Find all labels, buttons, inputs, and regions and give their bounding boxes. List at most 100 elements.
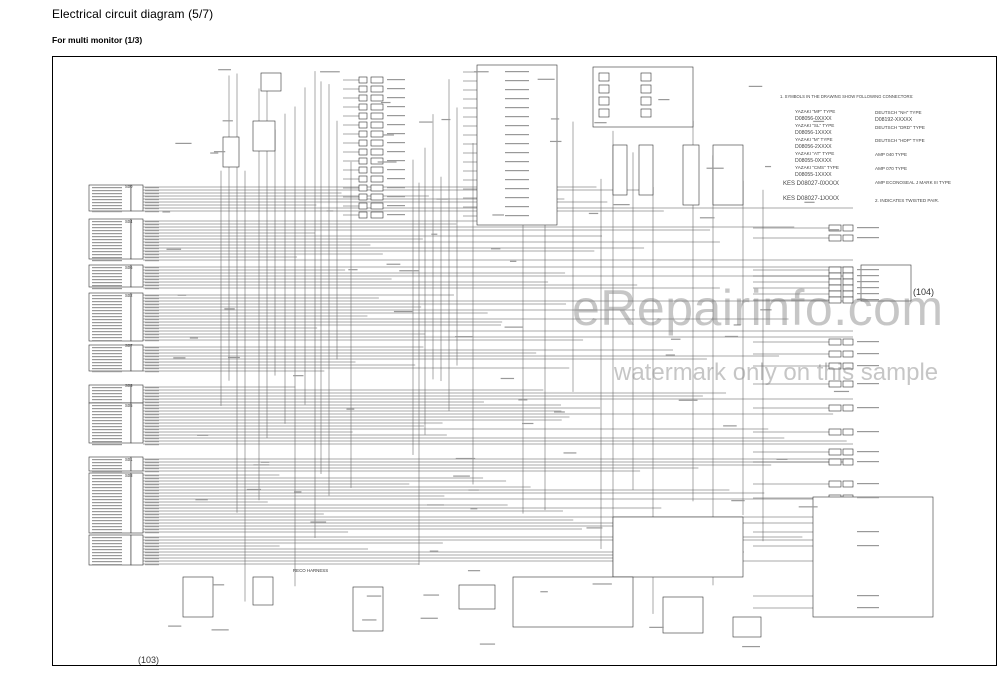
wire-tag [92,493,122,495]
wire-tag [92,420,122,422]
wire-tag [554,411,565,413]
wire-tag [92,260,122,262]
wire-tag [857,407,879,409]
legend-twisted-pair: 2. INDICATES TWISTED PAIR. [875,198,939,203]
wire-tag [92,202,122,204]
wire-tag [92,523,122,525]
right-connector [842,234,854,242]
relay-terminal [358,112,368,120]
wire-tag [145,511,159,513]
connector-id-s07: S07 [125,343,133,348]
wire-tag [145,319,159,321]
right-terminal-block [860,264,912,302]
component-outline [612,516,744,578]
wire-tag [436,198,448,200]
wire-tag [145,561,159,563]
wire-tag [145,270,159,272]
wire-tag [540,591,548,593]
wire-tag [857,287,879,289]
wire-tag [92,387,122,389]
wire-tag [522,422,534,425]
wire-tag [492,214,504,216]
wire-tag [145,288,159,290]
legend-note-1: 1. SYMBOLS IN THE DRAWING SHOW FOLLOWING… [780,94,913,99]
left-connector-pins [130,344,144,372]
relay-body [370,76,384,84]
wire-tag [92,310,122,312]
wire-tag [92,276,122,278]
wire-tag [804,201,815,203]
wire-tag [92,356,122,358]
wire-tag [320,71,340,73]
wire-tag [706,167,724,169]
wire-tag [145,199,159,201]
relay-body [370,166,384,174]
wire-tag [470,508,478,510]
wire-tag [366,595,382,597]
wire-tag [145,365,159,367]
wire-tag [145,328,159,330]
wire-tag [92,267,122,269]
wire-tag [92,248,122,250]
wire-tag [857,483,879,485]
wire-tag [92,208,122,210]
relay-body [370,112,384,120]
wire-tag [857,383,879,385]
legend-code-1: D08056-0XXXX [795,116,832,122]
wire-tag [420,617,438,619]
wire-tag [92,307,122,309]
wire-tag [92,390,122,392]
wire-tag [166,248,182,250]
wire-tag [92,429,122,431]
wire-tag [145,502,159,504]
wire-tag [145,387,159,389]
wire-tag [92,481,122,483]
wire-tag [504,326,523,328]
callout-103: (103) [138,655,159,665]
left-connector-pins [130,534,144,566]
wire-tag [92,257,122,259]
wire-tag [386,263,401,265]
wire-tag [145,187,159,189]
wire-tag [224,308,235,310]
wire-tag [92,414,122,416]
wire-tag [92,230,122,232]
wire-tag [92,484,122,486]
wire-tag [92,537,122,539]
wire-tag [293,375,304,377]
component [458,584,496,610]
wire-tag [145,245,159,247]
wire-tag [145,325,159,327]
right-connector [828,428,842,436]
wire-tag [491,248,501,250]
valve-terminal [598,108,610,118]
wire-tag [145,487,159,489]
wire-tag [505,161,529,163]
wire-tag [145,529,159,531]
wire-tag [92,459,122,461]
right-connector [828,272,842,280]
component [252,576,274,606]
right-connector [842,224,854,232]
wire-tag [92,399,122,401]
relay-terminal [358,148,368,156]
component-outline [512,576,634,628]
right-connector [842,338,854,346]
wire-tag [92,561,122,563]
wire-tag [588,212,599,215]
legend-amp-070: AMP 070 TYPE [875,166,907,171]
wire-tag [92,505,122,507]
wire-tag [387,124,405,126]
wire-tag [857,365,879,367]
wire-tag [419,121,433,123]
wire-tag [678,399,698,401]
wire-tag [92,441,122,443]
wire-tag [857,227,879,229]
wire-tag [765,165,772,168]
left-connector-pins [130,264,144,288]
wire-tag [92,546,122,548]
wire-tag [145,444,159,446]
wire-tag [145,441,159,443]
wire-tag [92,471,122,473]
wire-tag [92,340,122,342]
